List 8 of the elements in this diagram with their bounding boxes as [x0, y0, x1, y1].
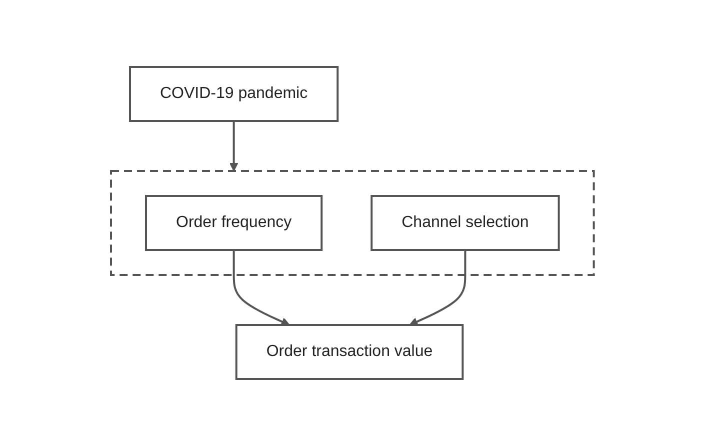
arrow — [408, 250, 466, 326]
node-box: Channel selection — [370, 194, 560, 250]
arrow — [229, 120, 238, 171]
arrow — [232, 250, 290, 326]
node-box: Order transaction value — [234, 324, 464, 380]
node-box: COVID-19 pandemic — [128, 66, 338, 122]
cluster — [110, 170, 594, 276]
node-box: Order frequency — [144, 194, 322, 250]
